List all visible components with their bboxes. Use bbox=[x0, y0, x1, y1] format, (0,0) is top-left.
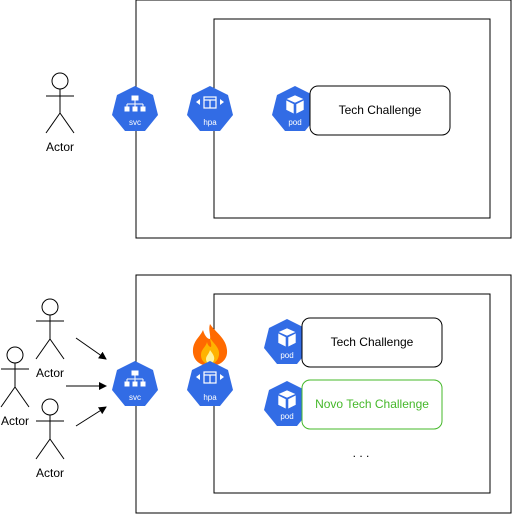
top-pod-label: pod bbox=[288, 118, 301, 127]
bottom-hpa-icon bbox=[187, 361, 233, 406]
novo-tech-challenge-box bbox=[301, 379, 443, 430]
top-tech-challenge-label: Tech Challenge bbox=[339, 103, 422, 117]
bottom-diagram: Actor Actor Actor bbox=[0, 274, 512, 514]
bottom-pod-1-label: pod bbox=[280, 351, 293, 360]
bottom-pod-2-icon bbox=[264, 381, 310, 426]
bottom-actor-3 bbox=[35, 398, 65, 460]
bottom-actor-1-label: Actor bbox=[36, 366, 64, 380]
more-pods-ellipsis: . . . bbox=[353, 446, 370, 460]
top-svc-icon bbox=[112, 86, 158, 131]
novo-tech-challenge-label: Novo Tech Challenge bbox=[315, 397, 429, 411]
bottom-actor-2 bbox=[0, 346, 30, 408]
bottom-actor-3-label: Actor bbox=[36, 466, 64, 480]
top-hpa-icon bbox=[187, 86, 233, 131]
bottom-pod-1-icon bbox=[264, 319, 310, 364]
bottom-pod-2-label: pod bbox=[280, 412, 293, 421]
arrow-actor-1-to-svc bbox=[75, 337, 107, 360]
fire-icon bbox=[192, 324, 228, 366]
top-actor bbox=[45, 72, 75, 134]
arrow-actor-3-to-svc bbox=[75, 406, 107, 427]
top-tech-challenge-box bbox=[309, 85, 451, 136]
top-actor-label: Actor bbox=[46, 140, 74, 154]
bottom-actor-1 bbox=[35, 298, 65, 360]
top-diagram: Actor svc bbox=[45, 0, 512, 239]
top-hpa-label: hpa bbox=[203, 118, 217, 127]
bottom-svc-label: svc bbox=[129, 393, 141, 402]
top-pod-icon bbox=[272, 86, 318, 131]
top-svc-label: svc bbox=[129, 118, 141, 127]
bottom-tech-challenge-label: Tech Challenge bbox=[331, 335, 414, 349]
bottom-hpa-label: hpa bbox=[203, 393, 217, 402]
bottom-svc-icon bbox=[112, 361, 158, 406]
bottom-tech-challenge-box bbox=[301, 317, 443, 368]
bottom-actor-2-label: Actor bbox=[1, 414, 29, 428]
